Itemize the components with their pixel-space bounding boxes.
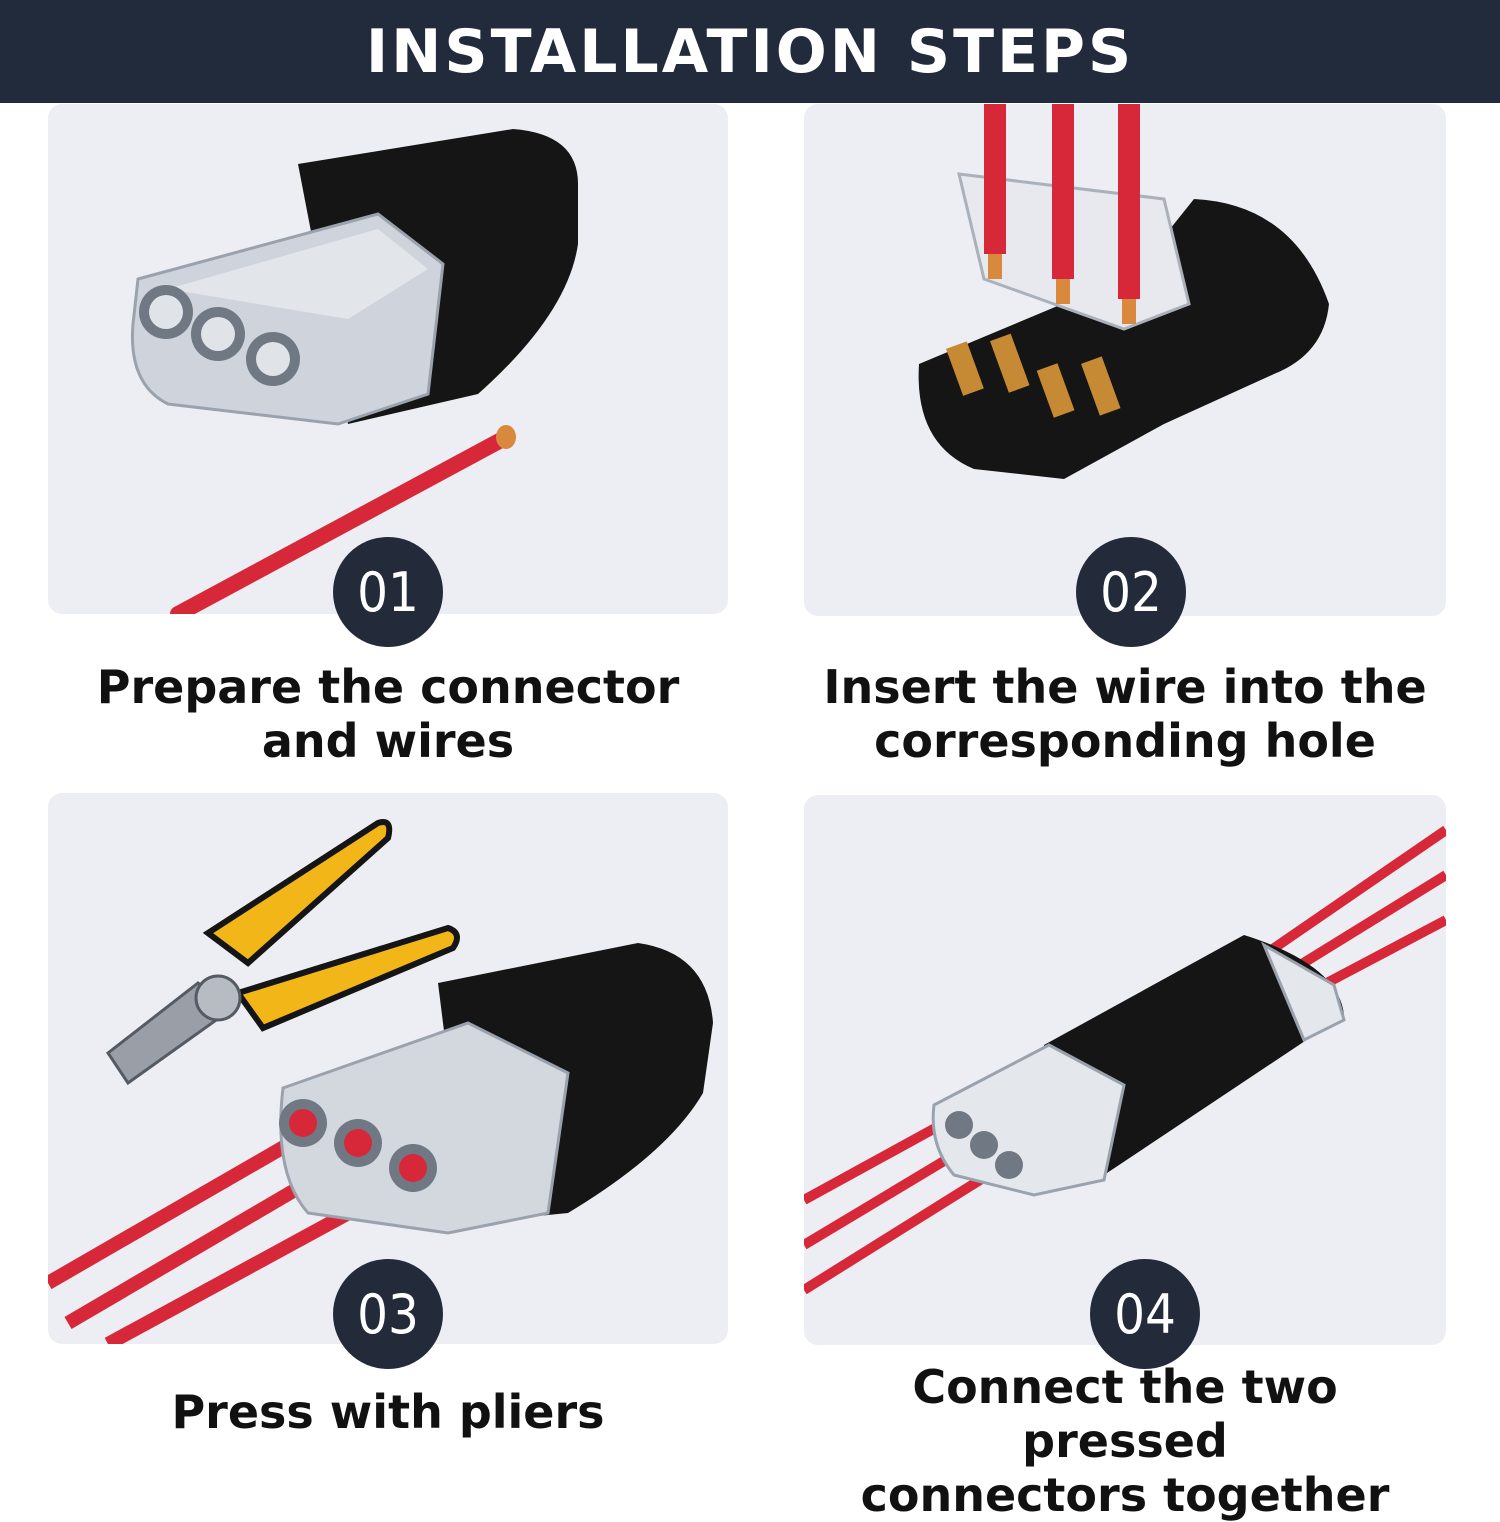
header-banner: INSTALLATION STEPS [0,0,1500,103]
step-3-panel [48,793,728,1344]
step-4-panel [804,795,1446,1345]
step-1-panel [48,104,728,614]
step-4-caption: Connect the two pressed connectors toget… [804,1360,1446,1522]
step-1-caption-line2: and wires [261,714,515,768]
step-2-panel [804,104,1446,616]
step-4-badge: 04 [1090,1259,1200,1369]
step-3-caption-line1: Press with pliers [171,1385,605,1439]
step-2-caption-line2: corresponding hole [874,714,1376,768]
step-4-caption-line2: connectors together [860,1468,1390,1522]
step-3-illustration [48,819,713,1344]
step-1-illustration [130,129,578,614]
step-3-caption: Press with pliers [48,1385,728,1439]
step-1-caption: Prepare the connector and wires [48,660,728,768]
step-3-badge: 03 [333,1259,443,1369]
step-2-badge: 02 [1076,537,1186,647]
pliers-icon [105,819,460,1086]
step-2-caption: Insert the wire into the corresponding h… [804,660,1446,768]
step-2-illustration [918,104,1329,479]
step-4-caption-line1: Connect the two pressed [912,1360,1338,1468]
page-title: INSTALLATION STEPS [365,16,1135,87]
step-1-badge: 01 [333,537,443,647]
step-4-illustration [804,825,1446,1295]
step-2-caption-line1: Insert the wire into the [823,660,1427,714]
step-1-caption-line1: Prepare the connector [96,660,680,714]
